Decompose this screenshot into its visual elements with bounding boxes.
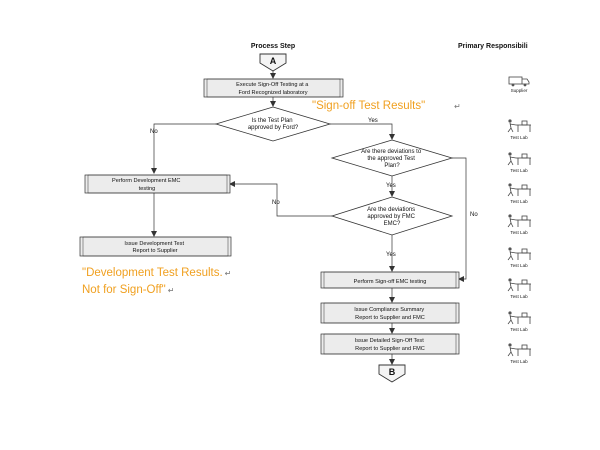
svg-text:Issue Compliance Summary: Issue Compliance Summary Report to Suppl…	[354, 307, 426, 321]
deviations-no-label: No	[470, 212, 478, 218]
svg-text:A: A	[270, 56, 277, 66]
responsibility-label: Test Lab	[510, 230, 528, 235]
responsibility-label: Test Lab	[510, 294, 528, 299]
responsibility-entry: Test Lab	[507, 343, 531, 364]
issue-detailed-report-step: Issue Detailed Sign-Off Test Report to S…	[320, 333, 460, 355]
responsibility-entry: Test Lab	[507, 278, 531, 299]
responsibility-label: Test Lab	[510, 263, 528, 268]
svg-text:Is the Test Plan approve: Is the Test Plan approved by Ford?	[248, 118, 299, 131]
approved-no-label: No	[272, 200, 280, 206]
responsibility-entry: Test Lab	[507, 247, 531, 268]
worker-icon	[507, 214, 531, 228]
responsibility-entry: Test Lab	[507, 119, 531, 140]
svg-text:"Development Test Results.↵: "Development Test Results.↵	[82, 267, 231, 279]
worker-icon	[507, 152, 531, 166]
signoff-return-mark: ↵	[454, 102, 461, 111]
worker-icon	[507, 311, 531, 325]
svg-text:Issue Development Test R: Issue Development Test Report to Supplie…	[124, 241, 185, 254]
responsibility-label: Supplier	[511, 88, 528, 93]
development-results-callout: "Development Test Results.↵ Not for Sign…	[82, 267, 231, 296]
deviations-decision: Are there deviations to the approved Tes…	[330, 139, 454, 177]
worker-icon	[507, 278, 531, 292]
responsibility-label: Test Lab	[510, 199, 528, 204]
end-connector: B	[378, 364, 406, 383]
responsibility-entry: Test Lab	[507, 214, 531, 235]
test-plan-approved-decision: Is the Test Plan approved by Ford?	[214, 106, 332, 142]
responsibility-entry: Test Lab	[507, 152, 531, 173]
responsibility-label: Test Lab	[510, 327, 528, 332]
svg-text:B: B	[389, 367, 396, 377]
process-step-header: Process Step	[251, 43, 295, 50]
svg-text:Perform Development EMC: Perform Development EMC testing	[112, 178, 182, 192]
deviations-yes-label: Yes	[386, 183, 396, 189]
responsibility-label: Test Lab	[510, 359, 528, 364]
test-plan-no-label: No	[150, 129, 158, 135]
svg-text:Execute Sign-Off Testing at a: Execute Sign-Off Testing at a Ford Recog…	[236, 82, 310, 96]
worker-icon	[507, 247, 531, 261]
responsibility-entry: Test Lab	[507, 311, 531, 332]
svg-text:Issue Detailed Sign-Off Test: Issue Detailed Sign-Off Test Report to S…	[355, 338, 426, 352]
perform-signoff-emc-step: Perform Sign-off EMC testing	[320, 271, 460, 289]
responsibility-label: Test Lab	[510, 168, 528, 173]
worker-icon	[507, 343, 531, 357]
test-plan-yes-label: Yes	[368, 118, 378, 124]
deviations-approved-decision: Are the deviations approved by FMC EMC?	[330, 196, 454, 236]
start-connector: A	[259, 53, 287, 72]
issue-development-report-step: Issue Development Test Report to Supplie…	[79, 236, 232, 257]
worker-icon	[507, 183, 531, 197]
approved-yes-label: Yes	[386, 252, 396, 258]
signoff-results-callout: "Sign-off Test Results"	[312, 100, 425, 112]
svg-text:Are the deviations appro: Are the deviations approved by FMC EMC?	[367, 207, 417, 227]
primary-responsibility-header: Primary Responsibili	[458, 43, 528, 50]
svg-text:Not for Sign-Off"↵: Not for Sign-Off"↵	[82, 284, 174, 296]
responsibility-label: Test Lab	[510, 135, 528, 140]
issue-compliance-summary-step: Issue Compliance Summary Report to Suppl…	[320, 302, 460, 324]
truck-icon	[508, 76, 530, 87]
responsibility-entry: Supplier	[508, 76, 530, 93]
perform-development-emc-step: Perform Development EMC testing	[84, 174, 231, 194]
svg-text:Are there deviations to: Are there deviations to the approved Tes…	[361, 149, 423, 169]
worker-icon	[507, 119, 531, 133]
responsibility-entry: Test Lab	[507, 183, 531, 204]
execute-signoff-testing-step: Execute Sign-Off Testing at a Ford Recog…	[203, 78, 344, 98]
svg-text:Perform Sign-off EMC testing: Perform Sign-off EMC testing	[354, 279, 427, 285]
